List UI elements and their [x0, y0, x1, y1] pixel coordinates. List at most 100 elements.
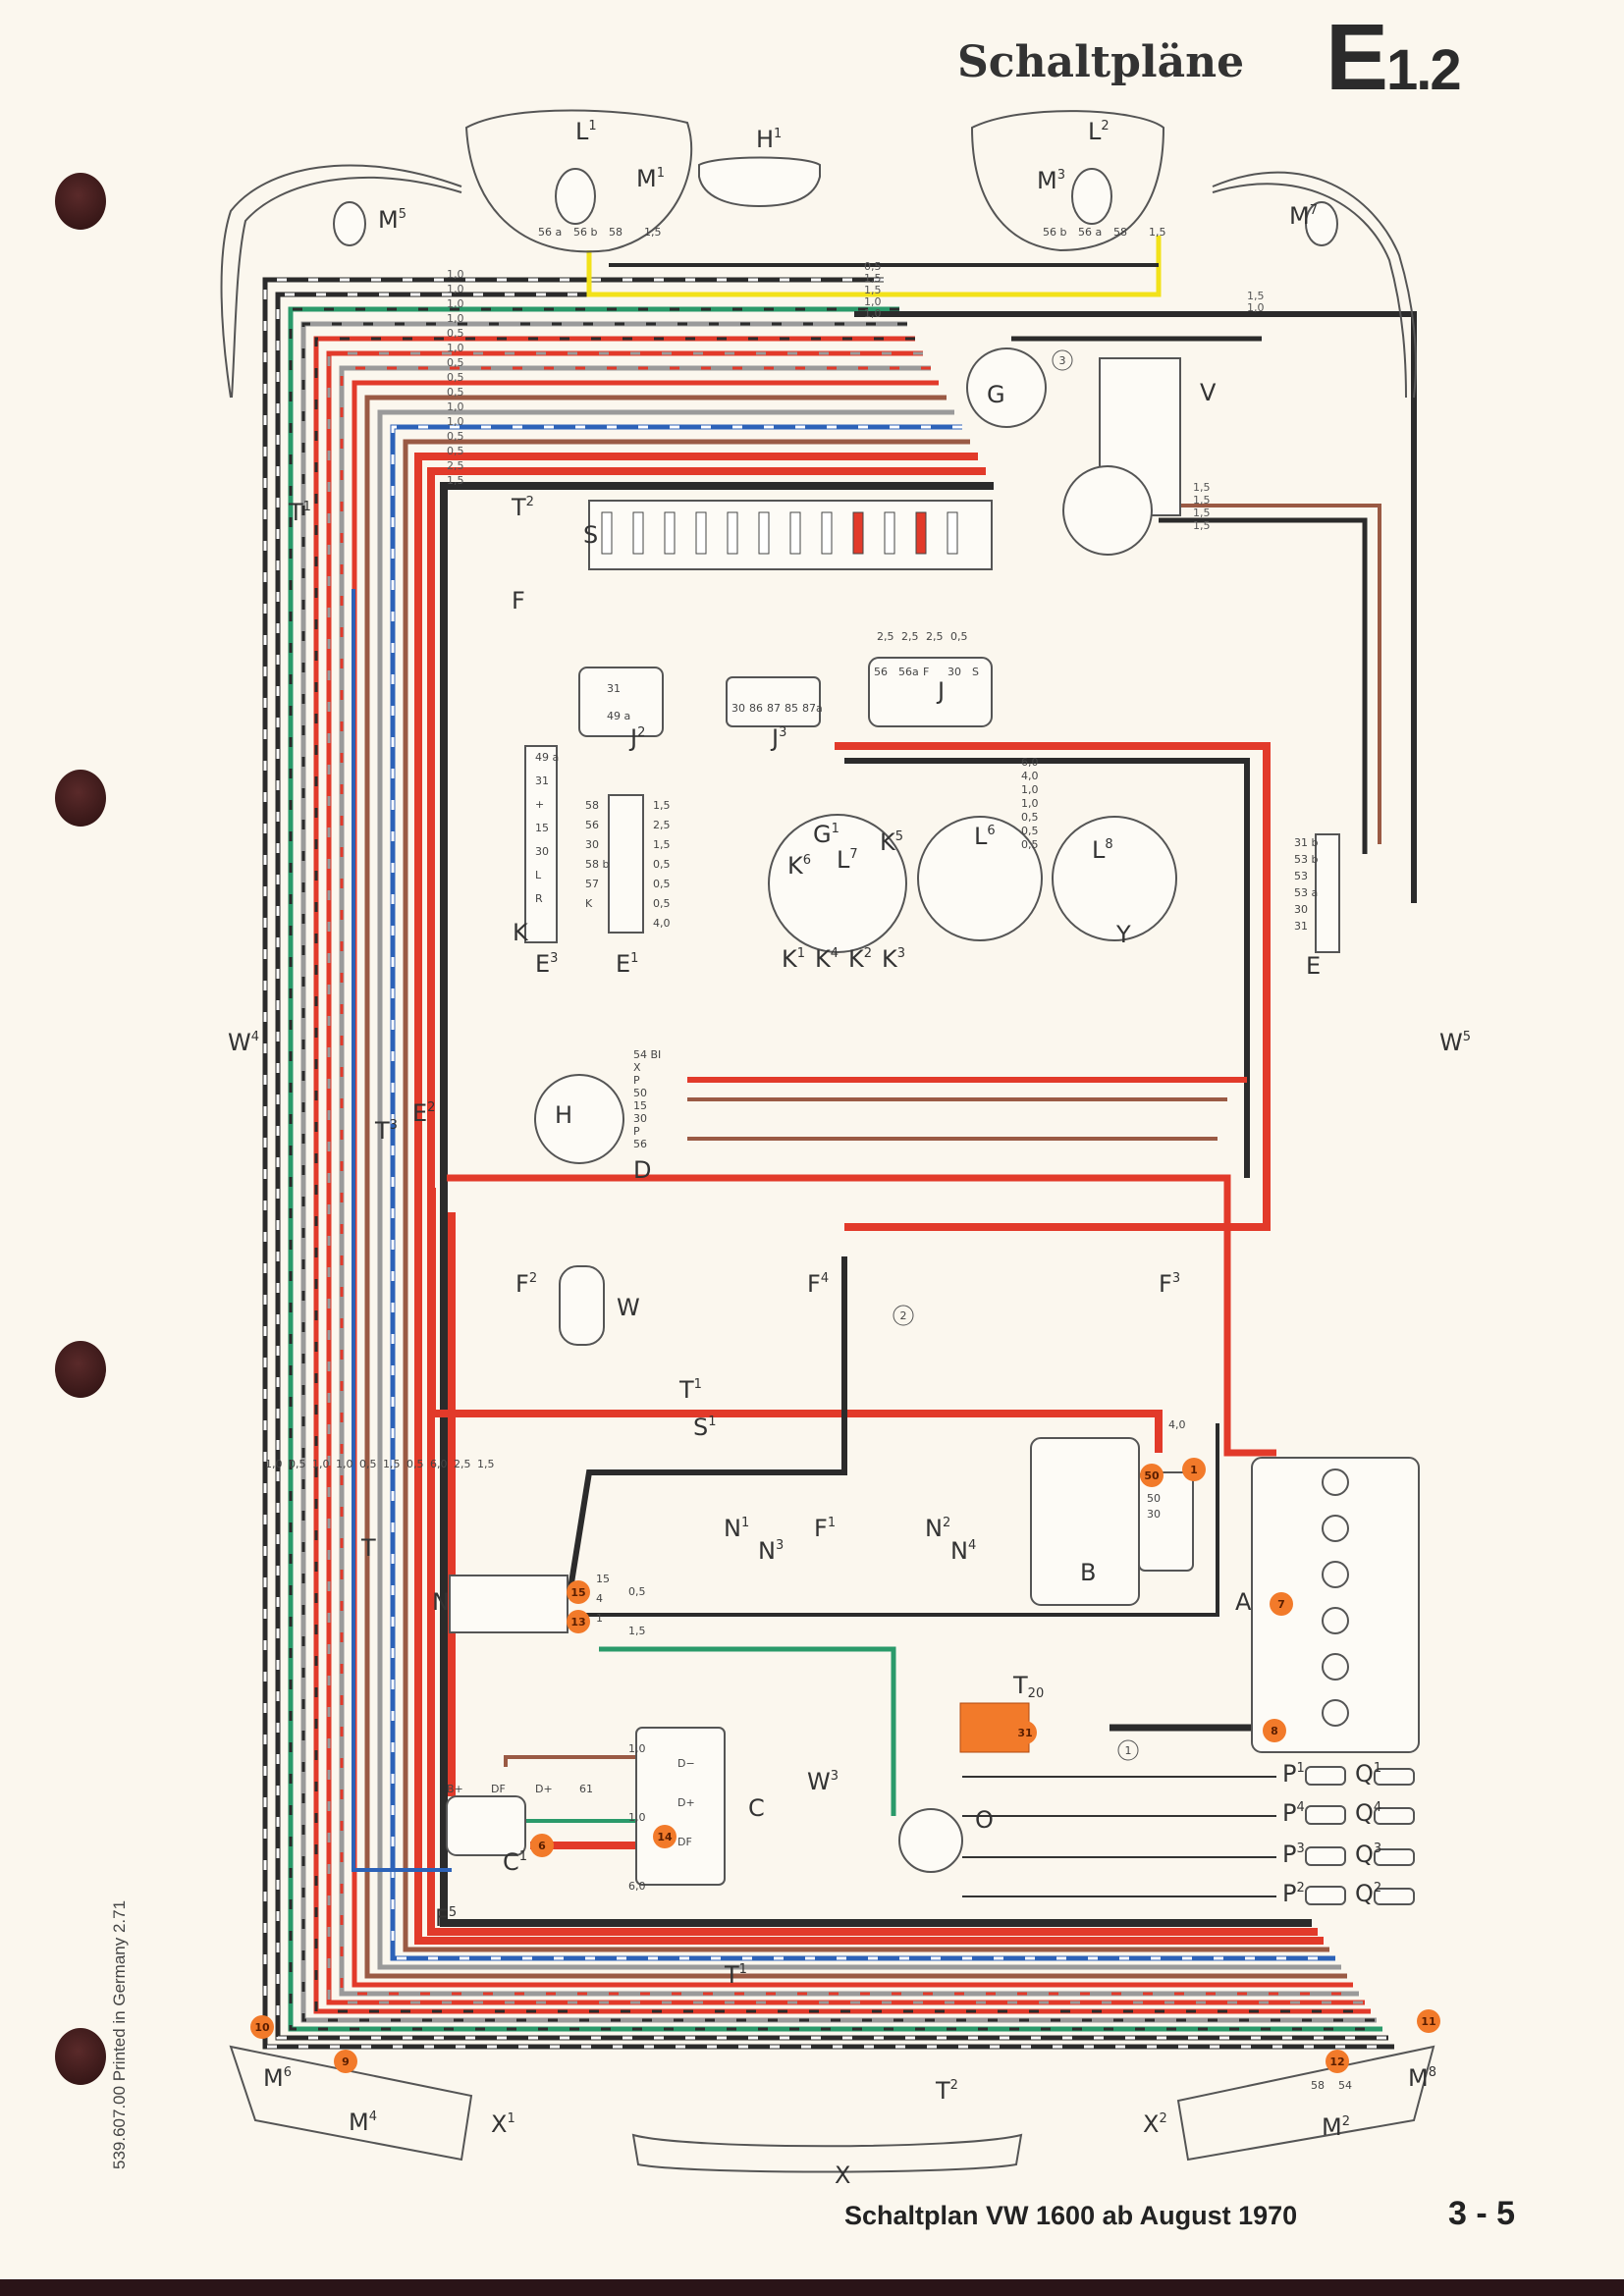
component-label-n: N: [432, 1588, 450, 1616]
component-label-a: A: [1235, 1588, 1252, 1616]
wire-gauge: 1,5: [447, 474, 464, 487]
label-index: 7: [849, 847, 857, 862]
label-index: 3: [779, 725, 786, 740]
label-letter: Q: [1355, 1760, 1374, 1788]
component-label-k2: K2: [848, 945, 872, 973]
terminal-relay_j3: 86: [749, 702, 763, 715]
terminal-ignition_d: 54 BI: [633, 1048, 661, 1061]
component-label-m5: M5: [378, 206, 406, 234]
note-circle: [893, 1305, 914, 1326]
label-letter: H: [756, 126, 774, 153]
label-index: 1: [739, 1962, 747, 1977]
label-letter: K: [787, 852, 804, 880]
marker-number: 31: [1017, 1727, 1032, 1739]
component-label-l8: L8: [1092, 836, 1113, 864]
fuse: [601, 511, 613, 555]
punch-hole: [55, 770, 106, 827]
component-label-l1: L1: [575, 118, 597, 145]
component-label-q3: Q3: [1355, 1841, 1381, 1868]
component-label-m2: M2: [1322, 2113, 1350, 2141]
terminal-switch_e3: L: [535, 869, 542, 881]
component-label-m6: M6: [263, 2064, 292, 2092]
label-index: 1: [694, 1377, 702, 1392]
front-left-fender: [220, 164, 462, 399]
label-index: 3: [390, 1118, 398, 1133]
wire-gauge: 0,5: [447, 356, 464, 369]
punch-hole: [55, 173, 106, 230]
marker-circle: [1140, 1464, 1164, 1487]
component-label-k3: K3: [882, 945, 905, 973]
punch-hole: [55, 2028, 106, 2085]
battery: [1251, 1457, 1420, 1753]
terminal-headlight_left: 56 a: [538, 226, 562, 239]
wire-stripe: [327, 351, 1365, 2004]
marker-number: 1: [1190, 1464, 1198, 1476]
terminal-lower_bundle: 1,0: [265, 1458, 283, 1470]
terminal-relay_j: 56a: [898, 666, 919, 678]
label-letter: M: [1408, 2064, 1429, 2092]
wire: [364, 395, 1347, 1979]
switch-e1: [608, 794, 644, 934]
fuel-gauge-sender: [966, 347, 1047, 428]
terminal-wiper_switch_e: 30: [1294, 903, 1308, 916]
terminal-regulator_c1: 61: [579, 1783, 593, 1795]
battery-cells: [1322, 1468, 1349, 1727]
component-label-h1: H1: [756, 126, 782, 153]
terminal-coil_gauges: 1,5: [628, 1625, 646, 1637]
label-letter: F: [814, 1515, 828, 1542]
label-letter: M: [349, 2109, 369, 2136]
label-index: 5: [1463, 1030, 1471, 1044]
wire: [599, 1646, 896, 1816]
label-letter: M: [1289, 202, 1310, 230]
wire-gauge: 0,5: [447, 430, 464, 443]
instrument-l6: [917, 816, 1043, 941]
terminal-lower_bundle: 1,5: [477, 1458, 495, 1470]
label-letter: E: [412, 1099, 427, 1127]
terminal-main_gauges: 0,5: [1021, 838, 1039, 851]
wire-gauge: 1,0: [447, 297, 464, 310]
label-letter: D: [633, 1156, 651, 1184]
label-letter: M: [1037, 167, 1057, 194]
footer-title: Schaltplan VW 1600 ab August 1970: [844, 2201, 1298, 2230]
label-index: 1: [657, 166, 665, 181]
distributor: [898, 1808, 963, 1873]
fuse: [821, 511, 833, 555]
label-letter: T: [1012, 1672, 1028, 1699]
terminal-headlight_left: 58: [609, 226, 623, 239]
label-index: 2: [943, 1516, 950, 1530]
turn-signal-right: [1305, 201, 1338, 246]
label-letter: X: [491, 2110, 507, 2138]
label-letter: P: [1282, 1880, 1296, 1907]
component-label-x: X: [835, 2162, 850, 2189]
component-label-j3: J3: [770, 724, 786, 752]
marker-number: 7: [1277, 1598, 1285, 1611]
label-index: 4: [821, 1271, 829, 1286]
terminal-headlight_right: 56 a: [1078, 226, 1102, 239]
label-index: 1: [797, 946, 805, 961]
marker-number: 8: [1271, 1725, 1278, 1737]
label-letter: M: [636, 165, 657, 192]
component-label-b: B: [1080, 1559, 1096, 1586]
marker-number: 11: [1421, 2015, 1435, 2028]
terminal-headlight_right: 58: [1113, 226, 1127, 239]
label-index: 2: [864, 946, 872, 961]
plug-connector: [1305, 1805, 1346, 1825]
component-label-g: G: [987, 381, 1005, 408]
marker-number: 9: [342, 2056, 350, 2068]
terminal-relay_j3: 87a: [802, 702, 823, 715]
label-letter: C: [503, 1848, 519, 1876]
wire-gauge: 0,5: [447, 445, 464, 457]
marker-circle: [530, 1834, 554, 1857]
headlight-bulb-right: [1071, 168, 1112, 225]
spark-plug: [1374, 1848, 1415, 1866]
wire: [403, 439, 1329, 1952]
label-letter: N: [950, 1537, 968, 1565]
terminal-relay_j_gauges: 2,5: [926, 630, 944, 643]
terminal-relay_j: S: [972, 666, 979, 678]
terminal-generator_c: D−: [677, 1757, 695, 1770]
label-index: 3: [831, 1769, 839, 1784]
terminal-headlight_right: 1,5: [1149, 226, 1166, 239]
terminal-coil_n: 1: [596, 1612, 603, 1625]
